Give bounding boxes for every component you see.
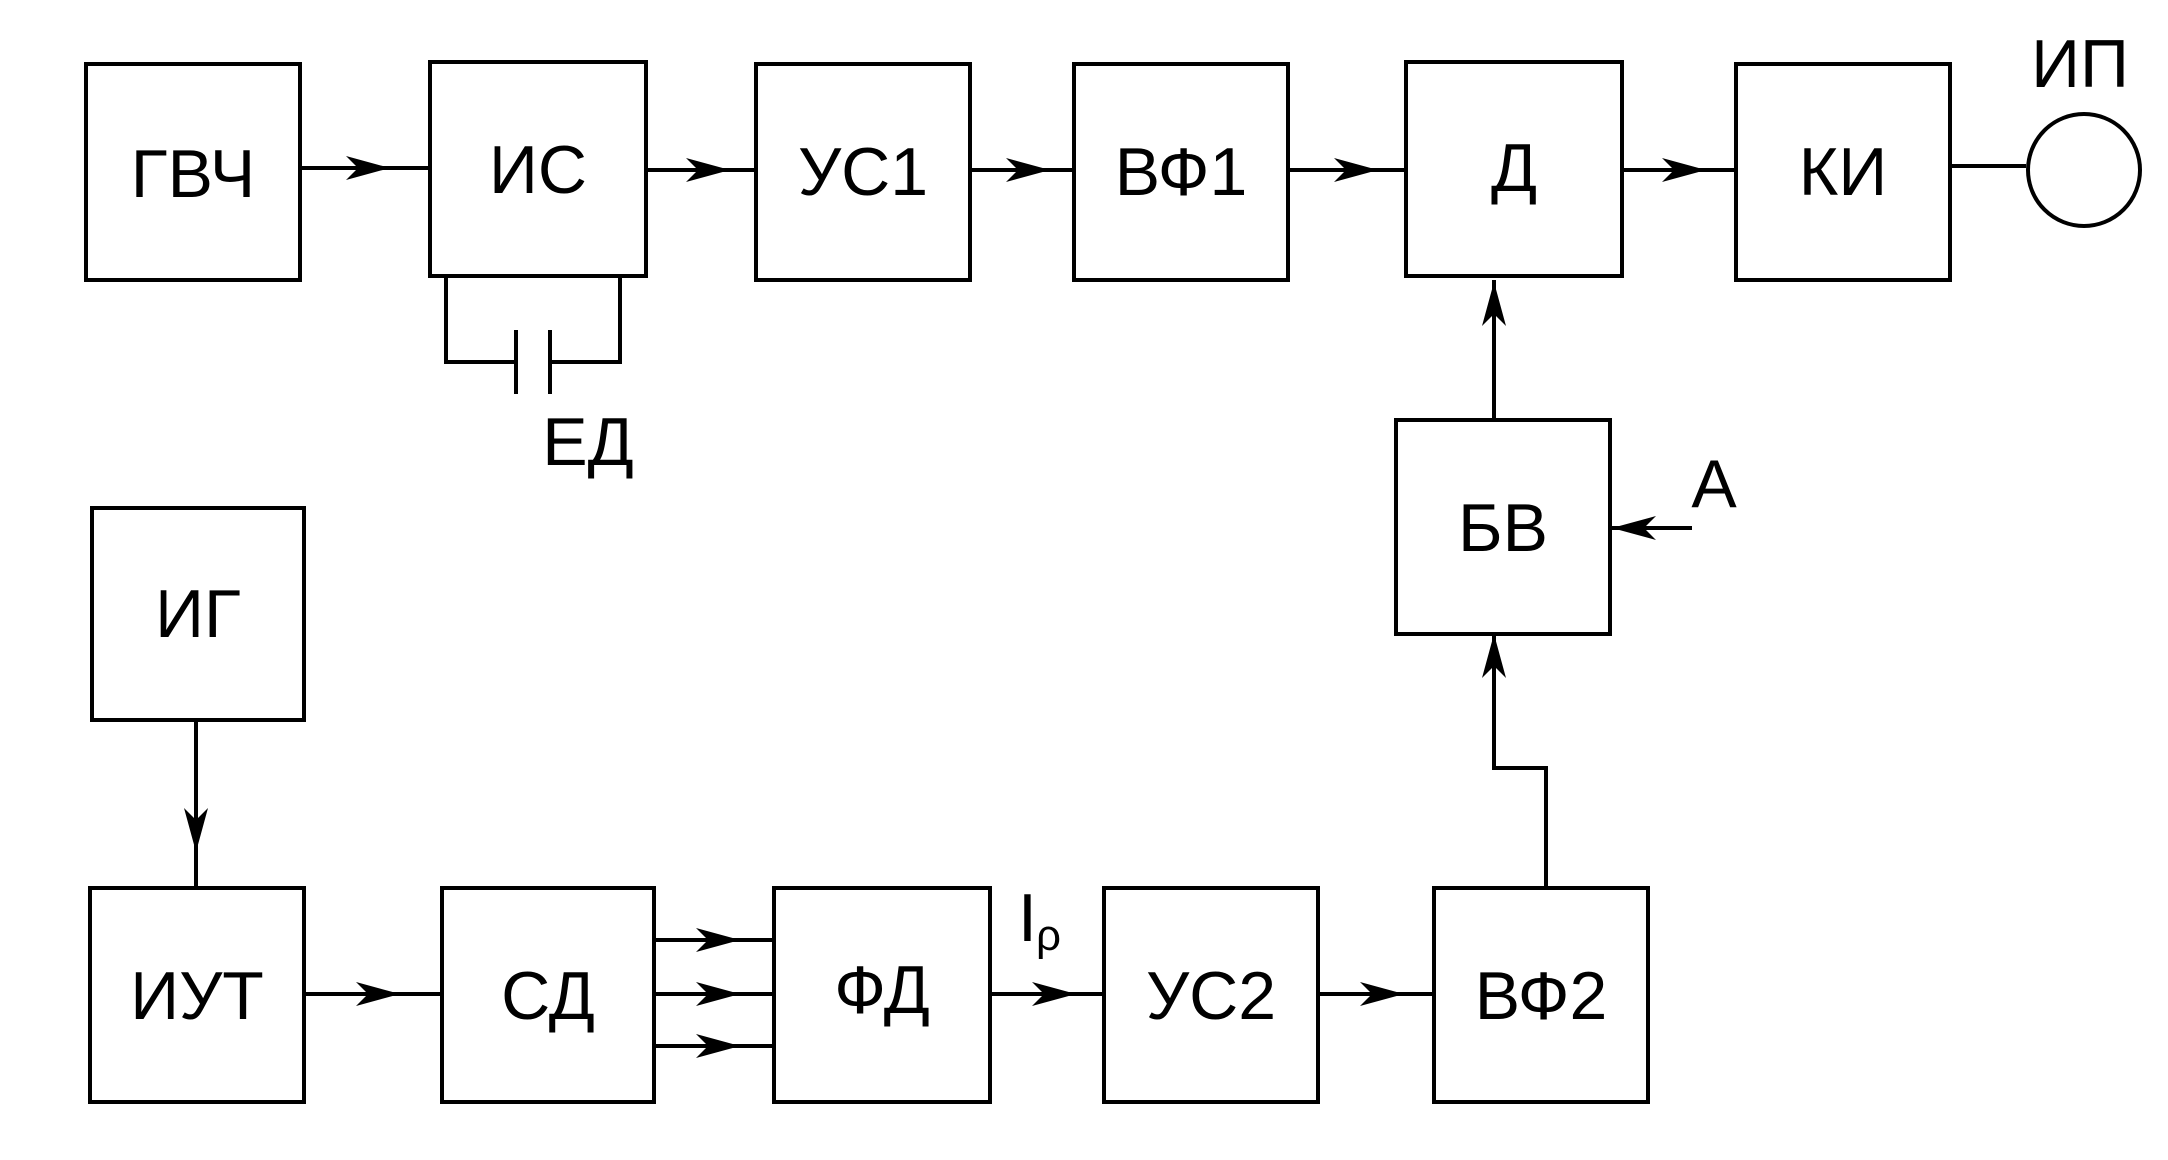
arrow-head (356, 982, 400, 1006)
indicator-ip: ИП (1950, 26, 2142, 228)
block-ig: ИГ (90, 506, 306, 722)
block-vf1: ВФ1 (1072, 62, 1290, 282)
bottom-row-connections (304, 928, 1434, 1058)
indicator-circle (2026, 112, 2142, 228)
block-bv-label: БВ (1458, 490, 1548, 566)
block-sd: СД (440, 886, 656, 1104)
connection-vf2-to-bv (1482, 634, 1548, 888)
arrow-head (686, 158, 730, 182)
arrow-head (1482, 282, 1506, 326)
block-vf2: ВФ2 (1432, 886, 1650, 1104)
input-a: А (1612, 446, 1737, 540)
block-ki-label: КИ (1799, 134, 1888, 210)
block-gvch: ГВЧ (84, 62, 302, 282)
block-ig-label: ИГ (155, 576, 241, 652)
arrow-head (696, 928, 740, 952)
battery-ed-label: ЕД (542, 404, 633, 480)
arrow-head (1360, 982, 1404, 1006)
connection-ig-to-iut (184, 720, 208, 888)
block-iut-label: ИУТ (130, 958, 264, 1034)
block-ki: КИ (1734, 62, 1952, 282)
block-us2: УС2 (1102, 886, 1320, 1104)
block-fd: ФД (772, 886, 992, 1104)
block-fd-label: ФД (834, 952, 930, 1028)
block-is: ИС (428, 60, 648, 278)
block-d: Д (1404, 60, 1624, 278)
arrow-head (184, 808, 208, 852)
block-gvch-label: ГВЧ (131, 136, 255, 212)
arrow-head (1032, 982, 1076, 1006)
battery-ed: ЕД (444, 276, 634, 480)
input-a-label: А (1691, 446, 1737, 522)
block-us2-label: УС2 (1146, 958, 1276, 1034)
top-row-connections (300, 156, 1736, 182)
block-vf1-label: ВФ1 (1115, 134, 1248, 210)
arrow-head (696, 982, 740, 1006)
block-us1: УС1 (754, 62, 972, 282)
block-sd-label: СД (501, 958, 595, 1034)
arrow-head (1006, 158, 1050, 182)
current-label: I ρ (1018, 880, 1061, 960)
block-bv: БВ (1394, 418, 1612, 636)
block-us1-label: УС1 (798, 134, 928, 210)
current-label-subscript: ρ (1036, 911, 1061, 960)
block-vf2-label: ВФ2 (1475, 958, 1608, 1034)
connection-bv-to-d (1482, 280, 1506, 420)
block-d-label: Д (1491, 130, 1537, 206)
arrow-head (1482, 634, 1506, 678)
arrow-head (1334, 158, 1378, 182)
arrow-head (696, 1034, 740, 1058)
block-iut: ИУТ (88, 886, 306, 1104)
current-label-main: I (1018, 880, 1037, 956)
arrow-head (1612, 516, 1656, 540)
block-is-label: ИС (489, 132, 587, 208)
arrow-head (1662, 158, 1706, 182)
arrow-head (346, 156, 390, 180)
indicator-ip-label: ИП (2031, 26, 2129, 102)
